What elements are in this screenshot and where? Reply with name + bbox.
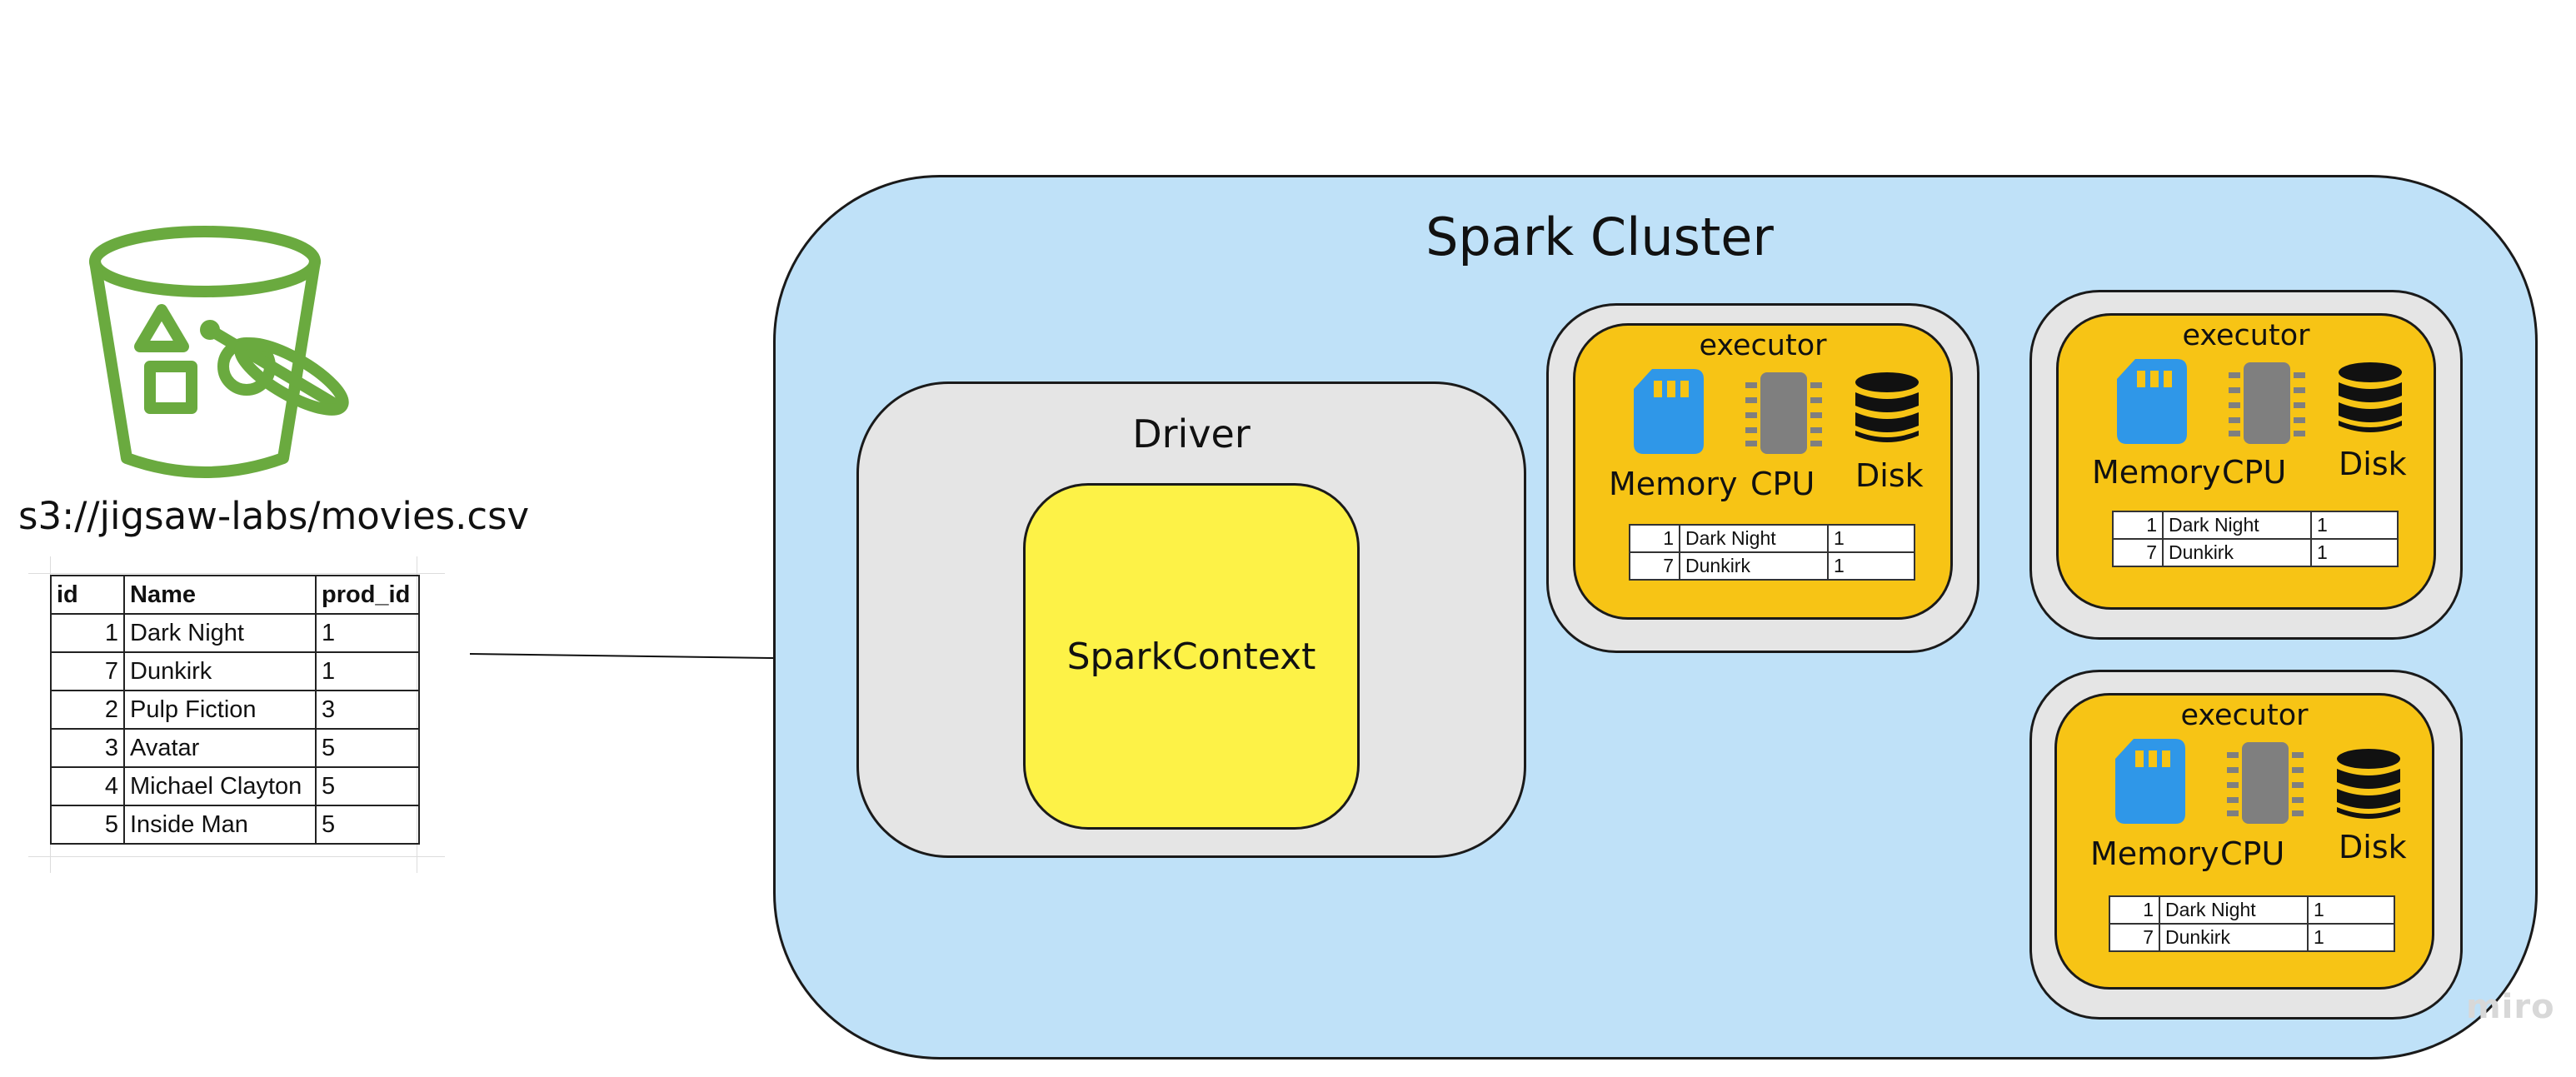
miro-watermark: miro: [2466, 988, 2555, 1026]
column-header-prod-id: prod_id: [315, 575, 420, 615]
memory-icon: [2117, 359, 2187, 447]
disk-icon: [2339, 362, 2402, 439]
cpu-icon: [2225, 362, 2309, 447]
cell-name: Dark Night: [123, 613, 317, 653]
table-row: 4 Michael Clayton 5: [50, 766, 420, 806]
memory-label: Memory: [1609, 466, 1738, 502]
disk-icon: [1855, 372, 1919, 449]
cluster-title: Spark Cluster: [1425, 207, 1774, 267]
cell-prod-id: 1: [2310, 511, 2399, 540]
source-path: s3://jigsaw-labs/movies.csv: [18, 494, 530, 538]
memory-label: Memory: [2090, 835, 2219, 872]
column-header-name: Name: [123, 575, 317, 615]
cell-name: Dunkirk: [123, 651, 317, 691]
cell-name: Dunkirk: [2162, 538, 2312, 567]
cpu-label: CPU: [2220, 835, 2285, 872]
cell-prod-id: 5: [315, 766, 420, 806]
driver-label: Driver: [1132, 411, 1251, 456]
cell-prod-id: 1: [2307, 895, 2395, 925]
memory-icon: [1634, 369, 1704, 457]
cell-name: Dark Night: [2159, 895, 2309, 925]
cpu-label: CPU: [2222, 454, 2287, 491]
executor-panel: executor Memory CPU Disk 1 Dark Night 1 …: [1573, 323, 1953, 620]
disk-label: Disk: [2339, 446, 2407, 482]
column-header-id: id: [50, 575, 125, 615]
cell-prod-id: 5: [315, 805, 420, 845]
spark-context-label: SparkContext: [1066, 635, 1316, 678]
executor-title: executor: [2180, 699, 2309, 732]
cell-name: Pulp Fiction: [123, 690, 317, 730]
cell-id: 2: [50, 690, 125, 730]
cell-id: 1: [2109, 895, 2160, 925]
memory-icon: [2115, 739, 2185, 827]
executor-title: executor: [1699, 329, 1827, 362]
cell-name: Dark Night: [1679, 524, 1829, 553]
cell-id: 4: [50, 766, 125, 806]
cell-id: 1: [2112, 511, 2164, 540]
disk-label: Disk: [1855, 457, 1924, 494]
partition-table: 1 Dark Night 1 7 Dunkirk 1: [1629, 524, 1915, 581]
partition-table: 1 Dark Night 1 7 Dunkirk 1: [2112, 511, 2399, 567]
grid-line: [28, 573, 445, 574]
cell-prod-id: 1: [315, 651, 420, 691]
cell-id: 5: [50, 805, 125, 845]
executor-panel: executor Memory CPU Disk 1 Dark Night 1 …: [2054, 693, 2434, 990]
cell-prod-id: 1: [2307, 923, 2395, 952]
cpu-icon: [2224, 742, 2307, 827]
cell-id: 3: [50, 728, 125, 768]
s3-bucket-icon: [83, 218, 350, 485]
table-row: 1 Dark Night 1: [1629, 524, 1915, 553]
spark-context: SparkContext: [1023, 483, 1360, 830]
executor-title: executor: [2182, 319, 2310, 352]
source-table: id Name prod_id 1 Dark Night 1 7 Dunkirk…: [50, 575, 420, 845]
table-row: 1 Dark Night 1: [50, 613, 420, 653]
table-row: 1 Dark Night 1: [2109, 895, 2395, 925]
grid-line: [28, 856, 445, 857]
disk-label: Disk: [2339, 829, 2407, 865]
cell-name: Inside Man: [123, 805, 317, 845]
cell-prod-id: 1: [2310, 538, 2399, 567]
table-row: 7 Dunkirk 1: [2109, 923, 2395, 952]
table-header-row: id Name prod_id: [50, 575, 420, 615]
table-row: 7 Dunkirk 1: [50, 651, 420, 691]
table-row: 1 Dark Night 1: [2112, 511, 2399, 540]
table-row: 7 Dunkirk 1: [1629, 551, 1915, 581]
cpu-label: CPU: [1750, 466, 1815, 502]
cell-id: 7: [2112, 538, 2164, 567]
disk-icon: [2337, 749, 2400, 825]
table-row: 3 Avatar 5: [50, 728, 420, 768]
cell-id: 7: [50, 651, 125, 691]
table-row: 5 Inside Man 5: [50, 805, 420, 845]
memory-label: Memory: [2092, 454, 2221, 491]
table-row: 2 Pulp Fiction 3: [50, 690, 420, 730]
table-row: 7 Dunkirk 1: [2112, 538, 2399, 567]
cpu-icon: [1742, 372, 1825, 457]
partition-table: 1 Dark Night 1 7 Dunkirk 1: [2109, 895, 2395, 952]
cell-prod-id: 1: [315, 613, 420, 653]
cell-prod-id: 5: [315, 728, 420, 768]
cell-id: 7: [2109, 923, 2160, 952]
cell-id: 1: [1629, 524, 1680, 553]
cell-name: Dunkirk: [2159, 923, 2309, 952]
cell-prod-id: 1: [1827, 524, 1915, 553]
cell-name: Michael Clayton: [123, 766, 317, 806]
cell-prod-id: 1: [1827, 551, 1915, 581]
cell-name: Dunkirk: [1679, 551, 1829, 581]
executor-panel: executor Memory CPU Disk 1 Dark Night 1 …: [2056, 313, 2436, 610]
cell-prod-id: 3: [315, 690, 420, 730]
cell-name: Avatar: [123, 728, 317, 768]
cell-id: 1: [50, 613, 125, 653]
cell-name: Dark Night: [2162, 511, 2312, 540]
cell-id: 7: [1629, 551, 1680, 581]
